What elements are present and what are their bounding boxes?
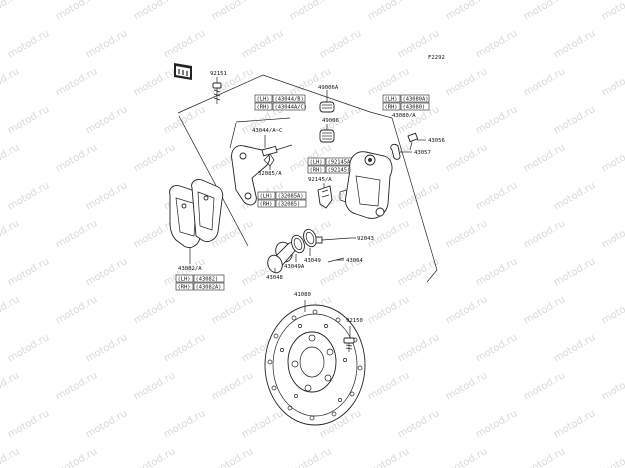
label-43049a: 43049A (284, 264, 305, 270)
seal-43049a (291, 234, 305, 262)
figure-code: F2292 (428, 55, 445, 61)
ref-part: (92145A) (328, 160, 354, 166)
pad-spring-32085 (263, 153, 275, 170)
ref-part: (43080A) (403, 97, 429, 103)
pad-spring-clip-92145 (317, 183, 333, 209)
ref-part: (43080) (403, 105, 426, 111)
piston-43048 (267, 241, 296, 274)
ref-side: (RH) (385, 105, 398, 111)
caliper-holder-43044 (231, 144, 293, 206)
label-43056: 43056 (428, 138, 445, 144)
label-92145a: 92145/A (308, 177, 332, 183)
label-43080a: 43080/A (392, 113, 416, 119)
ref-part: (32085) (278, 202, 301, 208)
label-43044ac: 43044/A~C (252, 128, 282, 134)
ref-side: (RH) (178, 285, 191, 291)
bolt-92150 (343, 326, 355, 352)
label-43049: 43049 (304, 258, 321, 264)
front-direction-icon (174, 63, 192, 80)
label-49006: 49006 (322, 118, 339, 124)
pin-92043 (315, 236, 356, 244)
ref-part: (92145) (328, 168, 351, 174)
label-43082a: 43082/A (178, 266, 202, 272)
label-49006a: 49006A (318, 85, 339, 91)
label-41080: 41080 (294, 292, 311, 298)
ref-box-pads: (LH) (43082) (RH) (43082A) (175, 274, 225, 291)
ref-side: (LH) (385, 97, 398, 103)
brake-pads-43082 (169, 179, 224, 249)
label-43057: 43057 (414, 150, 431, 156)
seal-43049 (303, 228, 317, 256)
ref-side: (LH) (257, 97, 270, 103)
brake-disc-41080 (264, 304, 366, 426)
label-92150: 92150 (346, 318, 363, 324)
ref-side: (LH) (178, 277, 191, 283)
ref-box-caliper: (LH) (43080A) (RH) (43080) (382, 94, 430, 111)
assembly-outline (177, 74, 438, 283)
ref-side: (LH) (260, 194, 273, 200)
ref-part: (43082) (196, 277, 219, 283)
label-92043: 92043 (357, 236, 374, 242)
bleed-valve-43056 (407, 132, 426, 151)
ref-box-caliper-holder: (LH) (43044/B) (RH) (43044A/C) (254, 94, 307, 111)
label-43048: 43048 (266, 275, 283, 281)
ref-part: (43044/B) (275, 97, 304, 103)
ref-part: (43082A) (196, 285, 222, 291)
label-92151: 92151 (210, 71, 227, 77)
label-32085a: 32085/A (258, 171, 282, 177)
caliper-body-43080 (339, 151, 393, 219)
boot-49006a (319, 90, 335, 113)
ref-box-pad-spring: (LH) (92145A) (RH) (92145) (307, 157, 355, 174)
pin-43064 (327, 257, 345, 263)
ref-side: (LH) (310, 160, 323, 166)
ref-part: (43044A/C) (275, 105, 307, 111)
ref-side: (RH) (260, 202, 273, 208)
ref-box-plate: (LH) (32085A) (RH) (32085) (257, 191, 307, 208)
ref-side: (RH) (310, 168, 323, 174)
bleed-cap-43057 (390, 143, 412, 160)
ref-part: (32085A) (278, 194, 304, 200)
bolt-92151 (212, 77, 222, 104)
label-43064: 43064 (346, 258, 363, 264)
ref-side: (RH) (257, 105, 270, 111)
boot-49006 (319, 124, 335, 143)
